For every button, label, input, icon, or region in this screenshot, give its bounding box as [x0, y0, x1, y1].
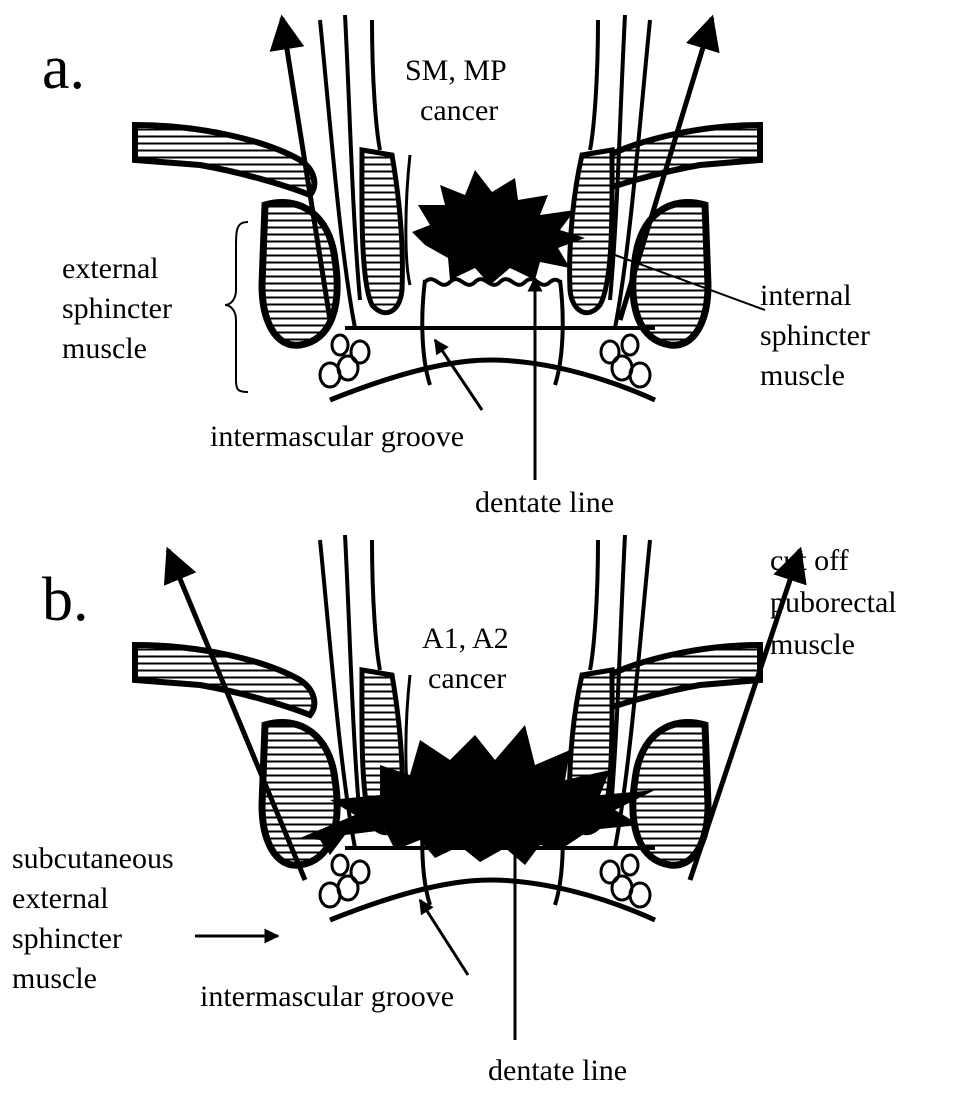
panel-b-subcutaneous-line3: sphincter — [12, 922, 122, 955]
panel-b-canal — [135, 535, 760, 920]
panel-b-dentate-label: dentate line — [488, 1054, 627, 1087]
panel-a-external-line2: sphincter — [62, 292, 172, 325]
panel-a-brace — [225, 222, 248, 392]
panel-a-letter: a. — [42, 34, 85, 102]
panel-a-dentate-label: dentate line — [475, 486, 614, 519]
panel-b-groove-label: intermascular groove — [200, 980, 454, 1013]
panel-b-left-arrow — [168, 550, 305, 880]
panel-b-subcutaneous-line4: muscle — [12, 962, 97, 995]
panel-a-external-line1: external — [62, 252, 159, 285]
panel-a-groove-arrow — [435, 340, 482, 410]
panel-b-subcutaneous-line2: external — [12, 882, 109, 915]
panel-a-groove-label: intermascular groove — [210, 420, 464, 453]
panel-b-cancer-line1: A1, A2 — [422, 622, 509, 655]
panel-b-groove-arrow — [420, 900, 468, 975]
panel-a: a. SM, MP cancer external sphincter musc… — [42, 15, 870, 519]
panel-a-internal-line2: sphincter — [760, 319, 870, 352]
panel-a-cancer-line1: SM, MP — [405, 54, 507, 87]
panel-b-puborectal-line1: cut off — [770, 544, 849, 577]
panel-b-cancer-line2: cancer — [428, 662, 506, 695]
panel-b: b. A1, A2 cancer cut off puborectal musc… — [12, 535, 897, 1087]
panel-a-external-line3: muscle — [62, 332, 147, 365]
panel-a-internal-line3: muscle — [760, 359, 845, 392]
panel-a-tumor — [412, 170, 585, 285]
panel-a-internal-line1: internal — [760, 279, 852, 312]
panel-b-letter: b. — [42, 566, 89, 634]
panel-b-puborectal-line2: puborectal — [770, 586, 897, 619]
panel-a-cancer-line2: cancer — [420, 94, 498, 127]
panel-b-subcutaneous-line1: subcutaneous — [12, 842, 174, 875]
panel-b-puborectal-line3: muscle — [770, 628, 855, 661]
